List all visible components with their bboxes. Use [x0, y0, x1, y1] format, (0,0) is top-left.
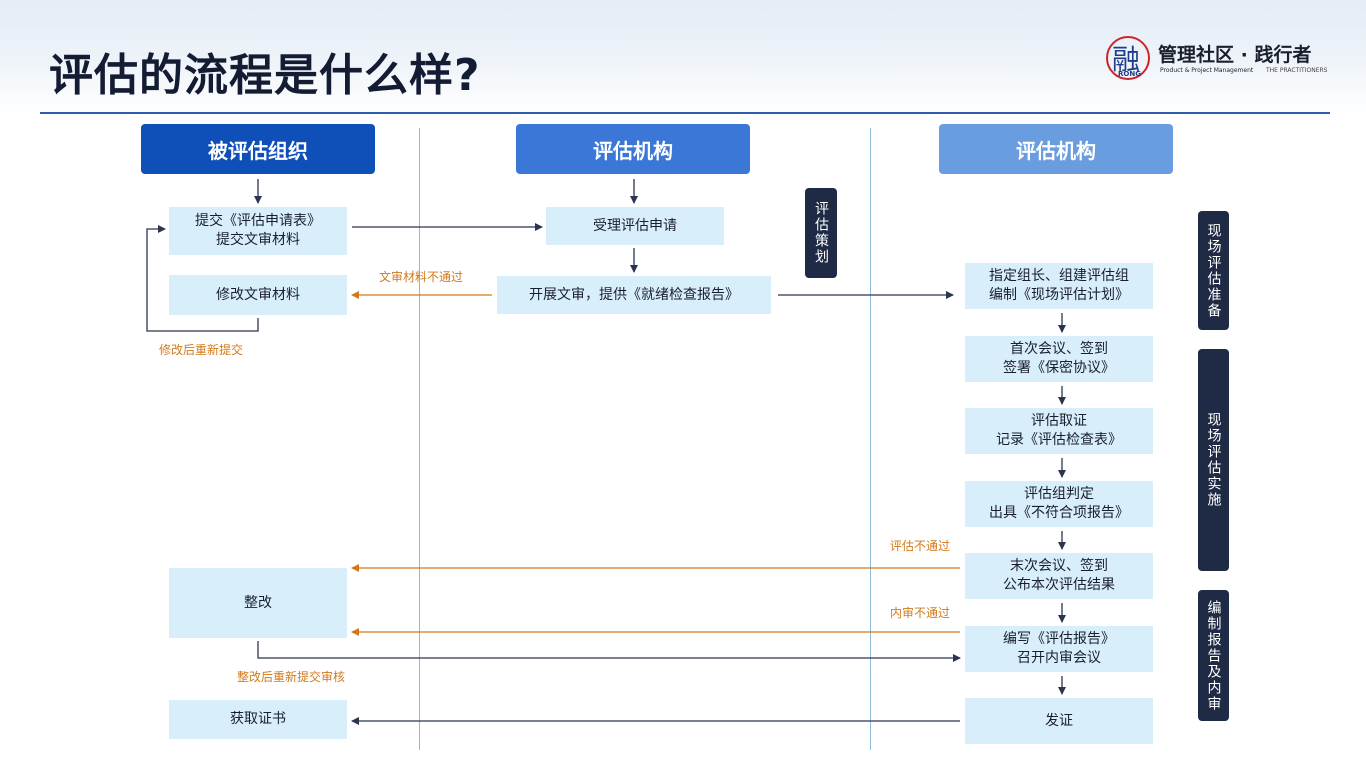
onsite-step-4-line-2: 出具《不符合项报告》 [989, 505, 1129, 521]
onsite-step-4-line-1: 评估组判定 [1024, 486, 1094, 502]
stage-onsite-prep: 现场评估准备 [1198, 211, 1229, 330]
submit-line-2: 提交文审材料 [216, 232, 300, 248]
onsite-step-3-line-2: 记录《评估检查表》 [996, 432, 1122, 448]
column-header-agency: 评估机构 [516, 124, 750, 174]
page-title: 评估的流程是什么样? [49, 50, 481, 101]
submit-application-box: 提交《评估申请表》 提交文审材料 [169, 207, 347, 255]
document-review-box: 开展文审，提供《就绪检查报告》 [497, 276, 771, 314]
note-eval-fail: 评估不通过 [890, 539, 951, 553]
onsite-step-5-line-2: 公布本次评估结果 [1003, 577, 1115, 593]
onsite-step-1: 指定组长、组建评估组 编制《现场评估计划》 [965, 263, 1153, 309]
onsite-step-3: 评估取证 记录《评估检查表》 [965, 408, 1153, 454]
onsite-step-3-line-1: 评估取证 [1031, 413, 1087, 429]
lane-divider-2 [870, 128, 871, 750]
onsite-step-2: 首次会议、签到 签署《保密协议》 [965, 336, 1153, 382]
brand-logo: 融 RONG 管理社区 · 践行者 Product & Project Mana… [1106, 36, 1336, 80]
submit-line-1: 提交《评估申请表》 [195, 213, 321, 229]
onsite-step-4: 评估组判定 出具《不符合项报告》 [965, 481, 1153, 527]
get-certificate-box: 获取证书 [169, 700, 347, 739]
logo-tagline-left: Product & Project Management [1160, 67, 1254, 74]
column-header-onsite: 评估机构 [939, 124, 1173, 174]
planning-stage-label: 评估策划 [805, 188, 837, 278]
onsite-step-6-line-2: 召开内审会议 [1017, 650, 1101, 666]
revise-materials-box: 修改文审材料 [169, 275, 347, 315]
note-resubmit: 修改后重新提交 [159, 343, 244, 357]
note-rectify-resubmit: 整改后重新提交审核 [237, 670, 346, 684]
onsite-step-2-line-1: 首次会议、签到 [1010, 341, 1108, 357]
issue-certificate-box: 发证 [965, 698, 1153, 744]
onsite-step-1-line-1: 指定组长、组建评估组 [989, 268, 1129, 284]
onsite-step-6: 编写《评估报告》 召开内审会议 [965, 626, 1153, 672]
stage-onsite-exec: 现场评估实施 [1198, 349, 1229, 571]
logo-mark [1106, 36, 1150, 80]
onsite-step-5: 末次会议、签到 公布本次评估结果 [965, 553, 1153, 599]
onsite-step-2-line-2: 签署《保密协议》 [1003, 360, 1115, 376]
rectify-box: 整改 [169, 568, 347, 638]
accept-application-box: 受理评估申请 [546, 207, 724, 245]
logo-char: 融 [1112, 43, 1141, 76]
onsite-step-5-line-1: 末次会议、签到 [1010, 558, 1108, 574]
onsite-step-1-line-2: 编制《现场评估计划》 [989, 287, 1129, 303]
arrow-rectify-resubmit [257, 641, 961, 662]
lane-divider-1 [419, 128, 420, 750]
arrow-revise-loop [146, 225, 259, 332]
onsite-step-6-line-1: 编写《评估报告》 [1003, 631, 1115, 647]
title-divider [40, 112, 1330, 114]
logo-tagline-right: THE PRACTITIONERS [1266, 67, 1328, 74]
stage-report-review: 编制报告及内审 [1198, 590, 1229, 721]
note-doc-fail: 文审材料不通过 [379, 270, 464, 284]
column-header-org: 被评估组织 [141, 124, 375, 174]
logo-sub: RONG [1118, 70, 1141, 78]
logo-name: 管理社区 · 践行者 [1158, 44, 1312, 66]
note-internal-fail: 内审不通过 [890, 606, 951, 620]
